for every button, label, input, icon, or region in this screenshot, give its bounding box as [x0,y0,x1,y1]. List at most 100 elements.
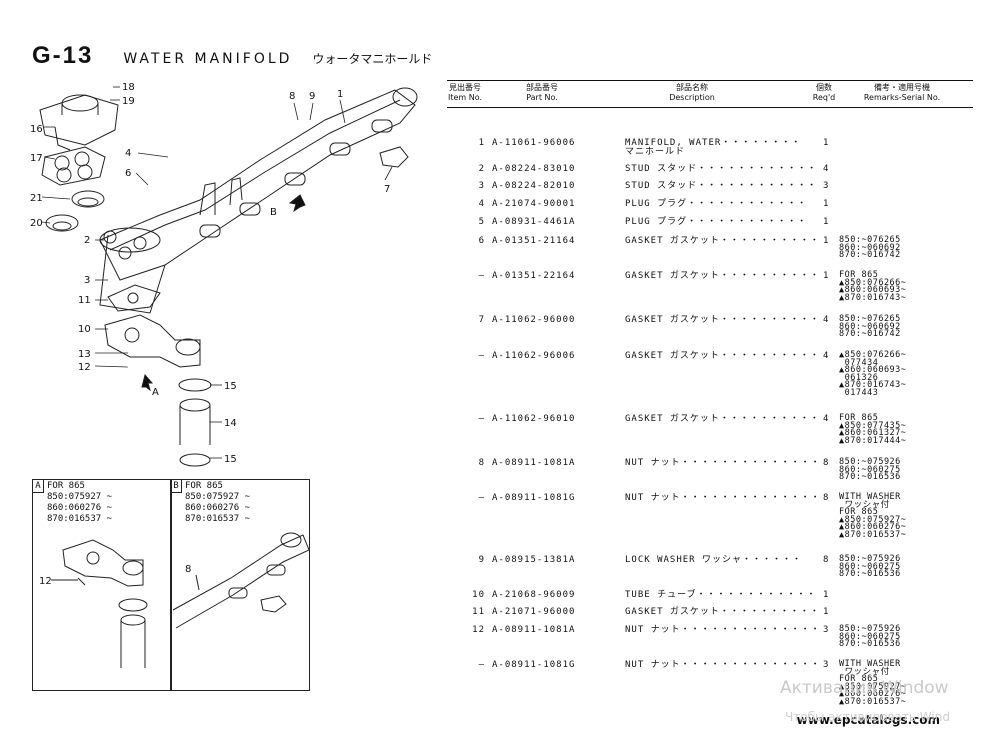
description: MANIFOLD, WATER・・・・・・・・ マニホールド [625,138,802,157]
exploded-diagram: B A 18 19 16 17 21 20 4 6 2 3 11 10 13 1… [30,82,418,467]
remarks: 850:~075926 860:~060275 870:~016536 [839,624,901,650]
header-remarks: 備考・適用号機 Remarks-Serial No. [863,83,941,102]
header-item: 見出番号 Item No. [447,83,483,102]
part-number: A-08224-83010 [492,164,576,174]
part-number: A-08911-1081A [492,625,576,635]
detail-a-tag: A [33,480,44,493]
manifold-body [99,87,418,314]
detail-a-callout: 12 [39,576,52,587]
outlet-housing [39,94,119,151]
description: NUT ナット・・・・・・・・・・・・・・ [625,458,821,468]
item-number: 12 [472,625,485,635]
item-number: 4 [478,199,485,209]
thermostat [45,190,105,232]
part-number: A-08931-4461A [492,217,576,227]
item-number: 7 [478,315,485,325]
description: GASKET ガスケット・・・・・・・・・・ [625,271,820,281]
section-name: WATER MANIFOLD [123,51,293,67]
callout: 10 [78,324,91,335]
part-number: A-08224-82010 [492,181,576,191]
quantity: 1 [823,199,830,209]
quantity: 8 [823,458,830,468]
quantity: 1 [823,271,830,281]
remarks: 850:~075926 860:~060275 870:~016536 [839,457,901,483]
description: GASKET ガスケット・・・・・・・・・・ [625,351,820,361]
item-number: — [478,271,485,281]
part-number: A-21071-96000 [492,607,576,617]
activation-watermark: Активация Window [780,678,949,698]
remarks: WITH WASHER ワッシャ付 FOR 865 ▲850:075927~ ▲… [839,492,907,540]
arrow-a-label: A [152,387,159,398]
quantity: 4 [823,315,830,325]
table-header: 見出番号 Item No. 部品番号 Part No. 部品名称 Descrip… [447,80,973,108]
remarks: 850:~076265 860:~060692 870:~016742 [839,235,901,261]
part-number: A-08911-1081A [492,458,576,468]
part-number: A-08915-1381A [492,555,576,565]
page-heading: G-13 WATER MANIFOLD ウォータマニホールド [32,42,432,74]
callout: 6 [125,168,131,179]
detail-b-callout: 8 [185,564,191,575]
section-code: G-13 [32,42,94,69]
part-number: A-21074-90001 [492,199,576,209]
callout: 7 [384,184,390,195]
item-number: 6 [478,236,485,246]
arrow-b-label: B [270,207,277,218]
header-desc: 部品名称 Description [669,83,715,102]
item-number: 8 [478,458,485,468]
callout: 12 [78,362,91,373]
item-number: 11 [472,607,485,617]
part-number: A-11061-96006 [492,138,576,148]
remarks: WITH WASHER ワッシャ付 FOR 865 ▲850:075927~ ▲… [839,659,907,707]
callout: 9 [309,91,315,102]
section-name-jp: ウォータマニホールド [312,52,433,66]
part-number: A-11062-96006 [492,351,576,361]
detail-b-drawing: 8 [172,532,309,629]
item-number: — [478,414,485,424]
quantity: 3 [823,660,830,670]
description: STUD スタッド・・・・・・・・・・・・ [625,181,818,191]
hose-assembly [178,378,212,467]
part-number: A-08911-1081G [492,660,576,670]
gasket-17 [41,146,106,186]
remarks: FOR 865 ▲850:077435~ ▲860:061327~ ▲870:0… [839,413,907,446]
description: NUT ナット・・・・・・・・・・・・・・ [625,660,821,670]
header-part: 部品番号 Part No. [526,83,558,102]
callout: 3 [84,275,90,286]
callout: 14 [224,418,237,429]
item-number: — [478,493,485,503]
parts-table: 見出番号 Item No. 部品番号 Part No. 部品名称 Descrip… [447,80,973,706]
description: NUT ナット・・・・・・・・・・・・・・ [625,493,821,503]
description: GASKET ガスケット・・・・・・・・・・ [625,414,820,424]
description: TUBE チューブ・・・・・・・・・・・・ [625,590,817,600]
activation-watermark-sub: Чтобы активировать Wind [785,710,950,724]
part-number: A-01351-21164 [492,236,576,246]
description: GASKET ガスケット・・・・・・・・・・ [625,315,820,325]
quantity: 1 [823,138,830,148]
quantity: 4 [823,414,830,424]
description: PLUG プラグ・・・・・・・・・・・・ [625,217,808,227]
part-number: A-11062-96010 [492,414,576,424]
callout: 15 [224,381,237,392]
description: LOCK WASHER ワッシャ・・・・・・ [625,555,803,565]
detail-a-drawing: 12 [39,539,148,668]
item-number: 5 [478,217,485,227]
remarks: 850:~075926 860:~060275 870:~016536 [839,554,901,580]
callout: 15 [224,454,237,465]
detail-a: A FOR 865 850:075927 ~ 860:060276 ~ 870:… [32,479,172,691]
remarks: FOR 865 ▲850:076266~ ▲860:060693~ ▲870:0… [839,270,907,303]
item-number: — [478,351,485,361]
item-number: 3 [478,181,485,191]
description: PLUG プラグ・・・・・・・・・・・・ [625,199,808,209]
quantity: 3 [823,625,830,635]
item-number: 1 [478,138,485,148]
quantity: 8 [823,493,830,503]
callout-labels: 18 19 16 17 21 20 4 6 2 3 11 10 13 12 15… [30,82,390,465]
quantity: 1 [823,590,830,600]
footer-url[interactable]: www.epcatalogs.com [796,713,940,727]
gasket-11 [107,284,161,312]
item-number: — [478,660,485,670]
detail-views: A FOR 865 850:075927 ~ 860:060276 ~ 870:… [32,479,340,693]
description: STUD スタッド・・・・・・・・・・・・ [625,164,818,174]
part-number: A-08911-1081G [492,493,576,503]
part-number: A-11062-96000 [492,315,576,325]
